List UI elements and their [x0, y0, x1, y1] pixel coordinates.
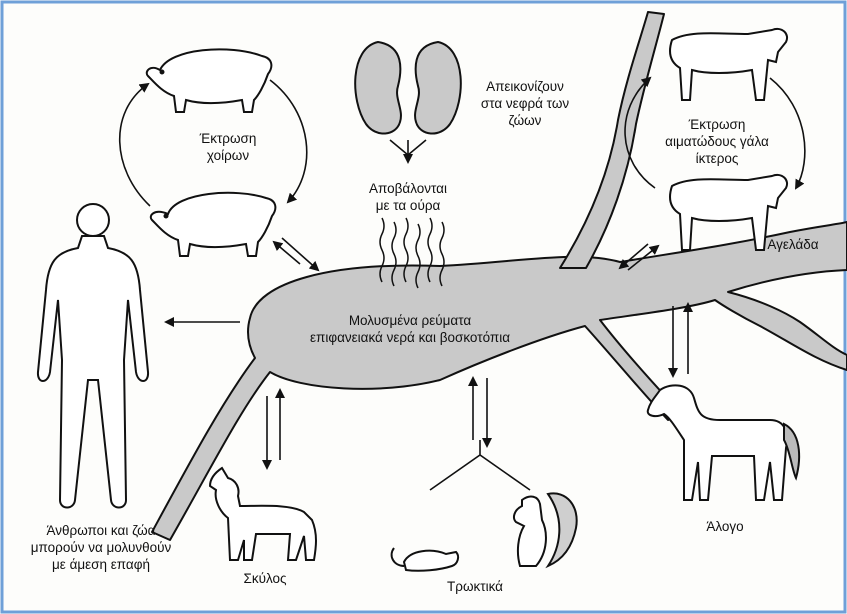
pig-cycle-arrow-left	[120, 84, 150, 206]
cattle-effects-line3: ίκτερος	[652, 150, 782, 167]
pig-abortion-label: Έκτρωση χοίρων	[178, 130, 278, 164]
cow-label: Αγελάδα	[758, 236, 828, 253]
pig-label-line2: χοίρων	[178, 147, 278, 164]
urine-label-line1: Αποβάλονται	[358, 180, 458, 197]
pig-bottom-icon	[151, 193, 276, 256]
horse-label: Άλογο	[690, 518, 760, 535]
dog-icon	[210, 468, 316, 560]
cattle-effects-line2: αιματώδους γάλα	[652, 133, 782, 150]
kidney-label-line1: Απεικονίζουν	[470, 78, 580, 95]
pig-label-line1: Έκτρωση	[178, 130, 278, 147]
urine-label: Αποβάλονται με τα ούρα	[358, 180, 458, 214]
dog-label: Σκύλος	[230, 570, 300, 587]
water-label-line2: επιφανειακά νερά και βοσκοτόπια	[290, 329, 530, 346]
contaminated-water-label: Μολυσμένα ρεύματα επιφανειακά νερά και β…	[290, 312, 530, 346]
pig-top-icon	[147, 49, 272, 112]
mouse-icon	[392, 548, 458, 571]
rodent-fork-lines	[430, 440, 530, 490]
water-label-line1: Μολυσμένα ρεύματα	[290, 312, 530, 329]
kidney-label: Απεικονίζουν στα νεφρά των ζώων	[470, 78, 580, 129]
human-figure-icon	[38, 204, 148, 508]
rodents-label: Τρωκτικά	[430, 578, 520, 595]
cow-top-icon	[670, 29, 787, 100]
horse-icon	[648, 385, 799, 500]
human-label-line3: με άμεση επαφή	[16, 556, 186, 573]
cattle-effects-line1: Έκτρωση	[652, 116, 782, 133]
kidneys-icon	[355, 42, 461, 134]
kidney-label-line2: στα νεφρά των	[470, 95, 580, 112]
kidney-label-line3: ζώων	[470, 112, 580, 129]
cattle-effects-label: Έκτρωση αιματώδους γάλα ίκτερος	[652, 116, 782, 167]
human-contact-label: Άνθρωποι και ζώα μπορούν να μολυνθούν με…	[16, 522, 186, 573]
urine-label-line2: με τα ούρα	[358, 197, 458, 214]
human-label-line1: Άνθρωποι και ζώα	[16, 522, 186, 539]
human-label-line2: μπορούν να μολυνθούν	[16, 539, 186, 556]
squirrel-icon	[514, 493, 577, 566]
